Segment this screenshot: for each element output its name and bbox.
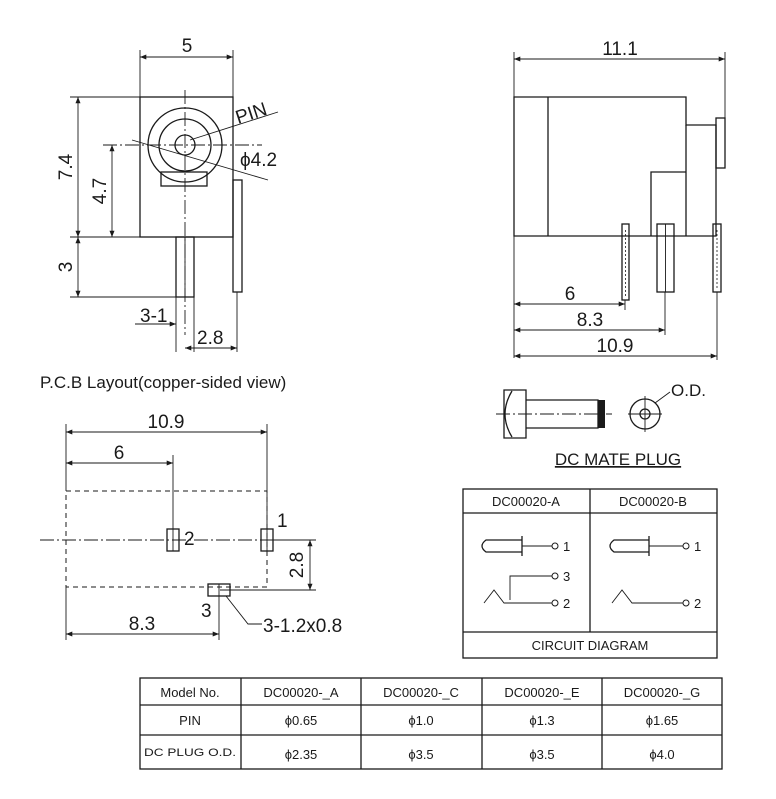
- a-pin-1-terminal: [551, 542, 559, 550]
- circuit-col-a: DC00020-A: [492, 494, 560, 509]
- spec-table-border: [139, 677, 723, 770]
- front-body-outline: [139, 96, 234, 238]
- side-pin-1: [621, 223, 630, 301]
- a-pin-3-wire: [509, 575, 552, 600]
- pcb-dim-total: 10.9: [148, 412, 185, 433]
- spec-cell: ϕ2.35: [285, 747, 318, 762]
- side-step: [650, 171, 686, 236]
- b-pin-2-label: 2: [694, 596, 701, 611]
- dim-height: 7.4: [56, 153, 77, 180]
- spec-cell: ϕ1.3: [529, 713, 554, 728]
- od-leader: [654, 391, 671, 404]
- plug-head: [503, 389, 527, 439]
- dim-center-height: 4.7: [90, 178, 111, 204]
- spec-cell: ϕ0.65: [285, 713, 318, 728]
- pcb-dim-pin2: 6: [114, 443, 125, 464]
- a-pin-2-wire: [483, 589, 552, 604]
- side-tab: [715, 117, 726, 169]
- spec-cell: ϕ3.5: [529, 747, 554, 762]
- plug-title: DC MATE PLUG: [555, 450, 681, 469]
- spec-header-cell: DC00020-_A: [263, 685, 338, 700]
- a-pin-1-label: 1: [563, 539, 570, 554]
- front-view: 5 7.4 4.7 3 PIN ϕ4.2 3-1 2.8: [56, 36, 279, 352]
- dim-pin1: 6: [565, 284, 576, 305]
- hole-note: 3-1.2x0.8: [263, 616, 342, 637]
- dim-pin2: 8.3: [577, 310, 603, 331]
- side-view: 11.1 6 8.3 10.9: [513, 39, 726, 360]
- front-notch: [160, 171, 208, 187]
- b-pin-1-label: 1: [694, 539, 701, 554]
- dim-pin-length: 3: [56, 262, 77, 273]
- side-pin: [232, 179, 243, 293]
- dc-mate-plug: O.D. DC MATE PLUG: [496, 381, 706, 469]
- pin-leader: [189, 111, 279, 141]
- dim-pin-spacing: 2.8: [197, 328, 223, 349]
- b-pin-2-terminal: [682, 599, 690, 607]
- circuit-caption: CIRCUIT DIAGRAM: [532, 638, 649, 653]
- a-pin-3-terminal: [551, 572, 559, 580]
- b-pin-2-wire: [611, 589, 683, 604]
- circuit-col-b: DC00020-B: [619, 494, 687, 509]
- spec-row-label: PIN: [179, 713, 201, 728]
- spec-cell: ϕ4.0: [649, 747, 674, 762]
- pad-2-label: 2: [184, 529, 195, 550]
- spec-cell: ϕ3.5: [408, 747, 433, 762]
- spec-header-cell: DC00020-_E: [504, 685, 579, 700]
- diameter-leader: [131, 139, 269, 181]
- circuit-diagram: DC00020-A DC00020-B CIRCUIT DIAGRAM 1 3 …: [462, 488, 718, 659]
- pin-diameter: ϕ4.2: [240, 150, 277, 171]
- spec-header-cell: DC00020-_C: [383, 685, 459, 700]
- dim-width: 5: [182, 36, 193, 57]
- pcb-dim-vertical: 2.8: [287, 552, 308, 578]
- pad-3-label: 3: [201, 601, 212, 622]
- a-pin-2-terminal: [551, 599, 559, 607]
- dim-length: 11.1: [602, 39, 638, 60]
- a-pin-2-label: 2: [563, 596, 570, 611]
- b-pin-1-shape: [609, 539, 649, 553]
- dim-pin3: 10.9: [597, 336, 634, 357]
- pin-label: PIN: [233, 99, 270, 129]
- spec-table: Model No. DC00020-_A DC00020-_C DC00020-…: [139, 677, 723, 770]
- b-pin-1-terminal: [682, 542, 690, 550]
- spec-cell: ϕ1.65: [646, 713, 679, 728]
- spec-row-label: DC PLUG O.D.: [144, 747, 236, 759]
- a-pin-3-label: 3: [563, 569, 570, 584]
- pcb-outline: [65, 490, 268, 588]
- dim-pin-offset: 3-1: [140, 306, 167, 327]
- pcb-layout: P.C.B Layout(copper-sided view) 10.9 6 8…: [40, 373, 342, 640]
- pcb-title: P.C.B Layout(copper-sided view): [40, 373, 286, 392]
- pad-1-label: 1: [277, 511, 288, 532]
- pcb-dim-pin3: 8.3: [129, 614, 155, 635]
- spec-header-cell: Model No.: [160, 685, 219, 700]
- spec-header-cell: DC00020-_G: [624, 685, 701, 700]
- a-pin-1-shape: [481, 539, 522, 553]
- spec-cell: ϕ1.0: [408, 713, 433, 728]
- hole-note-leader: [225, 595, 262, 625]
- od-label: O.D.: [671, 381, 706, 400]
